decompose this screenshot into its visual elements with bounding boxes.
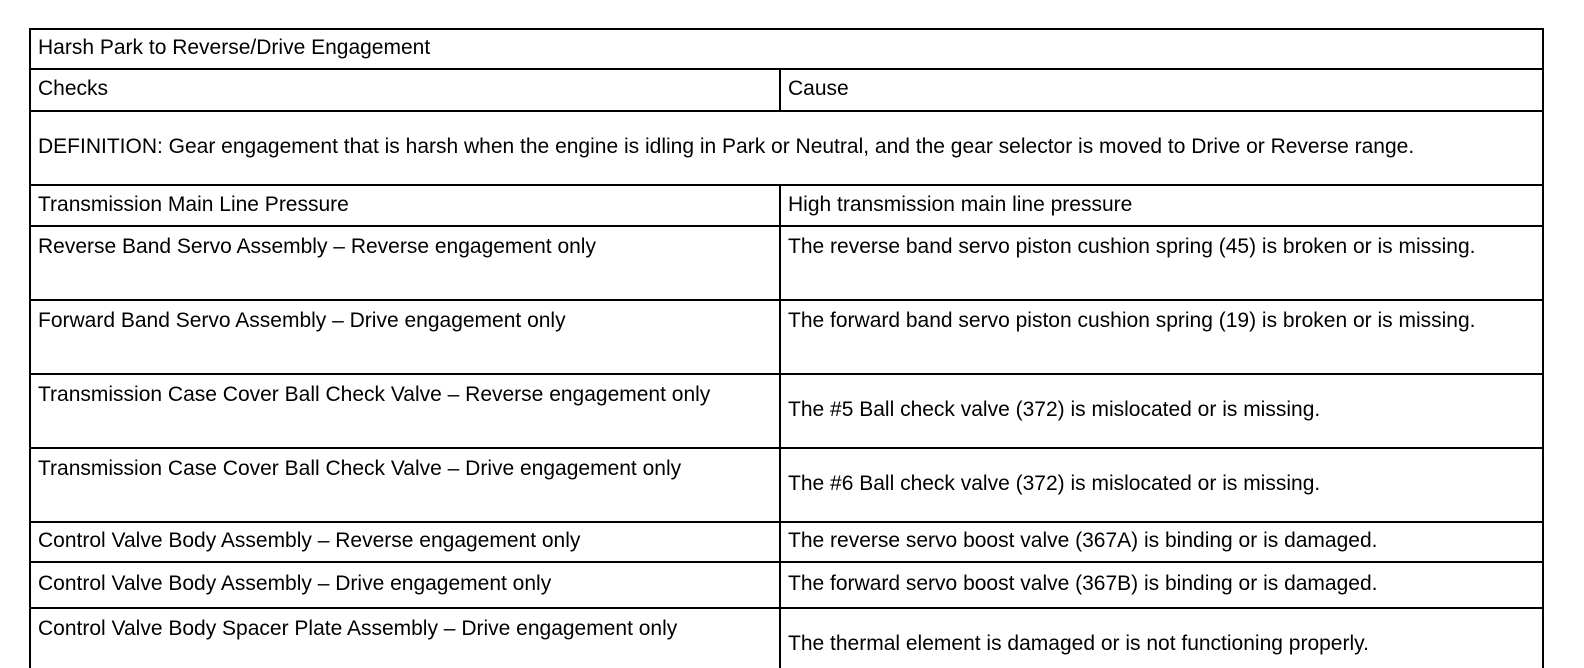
row-check-5: Transmission Case Cover Ball Check Valve… [29, 447, 781, 523]
column-header-cause: Cause [778, 68, 1545, 112]
row-check-8: Control Valve Body Spacer Plate Assembly… [29, 607, 781, 668]
table-header-row: Checks Cause [29, 68, 1545, 112]
definition-text: DEFINITION: Gear engagement that is hars… [28, 110, 1545, 186]
diagnostic-table-container: Harsh Park to Reverse/Drive Engagement C… [28, 28, 1545, 668]
row-check-6: Control Valve Body Assembly – Reverse en… [29, 521, 781, 563]
table-row: Transmission Main Line Pressure High tra… [29, 184, 1545, 227]
row-check-7: Control Valve Body Assembly – Drive enga… [29, 561, 781, 609]
table-row: Control Valve Body Assembly – Drive enga… [29, 561, 1545, 609]
row-cause-4: The #5 Ball check valve (372) is misloca… [778, 373, 1545, 449]
row-cause-8: The thermal element is damaged or is not… [778, 607, 1545, 668]
row-cause-2: The reverse band servo piston cushion sp… [778, 225, 1545, 301]
row-check-1: Transmission Main Line Pressure [29, 184, 781, 227]
row-check-3: Forward Band Servo Assembly – Drive enga… [29, 299, 781, 375]
table-row: Control Valve Body Assembly – Reverse en… [29, 521, 1545, 563]
table-row: Control Valve Body Spacer Plate Assembly… [29, 607, 1545, 668]
row-cause-7: The forward servo boost valve (367B) is … [778, 561, 1545, 609]
row-cause-6: The reverse servo boost valve (367A) is … [778, 521, 1545, 563]
column-header-checks: Checks [29, 68, 781, 112]
row-cause-5: The #6 Ball check valve (372) is misloca… [778, 447, 1545, 523]
row-check-4: Transmission Case Cover Ball Check Valve… [29, 373, 781, 449]
table-row: Transmission Case Cover Ball Check Valve… [29, 373, 1545, 449]
row-cause-1: High transmission main line pressure [778, 184, 1545, 227]
row-check-2: Reverse Band Servo Assembly – Reverse en… [29, 225, 781, 301]
row-cause-3: The forward band servo piston cushion sp… [778, 299, 1545, 375]
table-row: Reverse Band Servo Assembly – Reverse en… [29, 225, 1545, 301]
table-title-row: Harsh Park to Reverse/Drive Engagement [28, 28, 1545, 70]
definition-row: DEFINITION: Gear engagement that is hars… [28, 110, 1545, 186]
table-row: Forward Band Servo Assembly – Drive enga… [29, 299, 1545, 375]
diagnostic-table: Harsh Park to Reverse/Drive Engagement C… [28, 28, 1545, 668]
table-row: Transmission Case Cover Ball Check Valve… [29, 447, 1545, 523]
table-title: Harsh Park to Reverse/Drive Engagement [28, 28, 1545, 70]
